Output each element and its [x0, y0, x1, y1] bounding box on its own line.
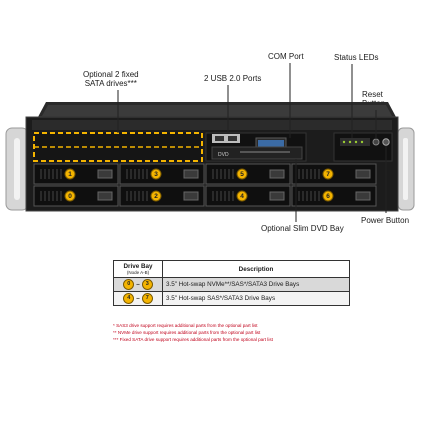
reset-button [372, 138, 380, 146]
bay-number-label: 2 [154, 193, 158, 200]
table-row: 4–7 3.5" Hot-swap SAS*/SATA3 Drive Bays [113, 291, 350, 306]
footnotes: * SAS3 drive support requires additional… [113, 322, 273, 343]
bay-number-badge [64, 168, 76, 180]
tray-latch [355, 169, 371, 179]
footnote: ** NVMe drive support requires additiona… [113, 330, 261, 335]
bay-number-badge [322, 190, 334, 202]
tray-latch [269, 169, 285, 179]
drive-tray [33, 185, 119, 207]
bay-number-label: 5 [240, 171, 244, 178]
tray-latch [183, 191, 199, 201]
drive-tray [291, 163, 377, 185]
bay-number-badge [322, 168, 334, 180]
tray-latch [269, 191, 285, 201]
tray-latch [97, 191, 113, 201]
bay-number-badge [150, 190, 162, 202]
bay-range-cell: 0–3 [113, 277, 163, 292]
dvd-logo: DVD [218, 152, 229, 158]
footnote: *** Fixed SATA drive support requires ad… [113, 337, 273, 342]
tray-latch [355, 191, 371, 201]
bay-range-cell: 4–7 [113, 291, 163, 306]
description-cell: 3.5" Hot-swap NVMe**/SAS*/SATA3 Drive Ba… [162, 277, 350, 292]
bay-number-badge [236, 190, 248, 202]
bay-number-label: 7 [326, 171, 330, 178]
usb-ports-label: 2 USB 2.0 Ports [204, 74, 262, 83]
drive-tray [33, 163, 119, 185]
bay-number-label: 6 [326, 193, 330, 200]
footnote: * SAS3 drive support requires additional… [113, 323, 258, 328]
drive-bay-table: Drive Bay (Node A-B) Description 0–3 3.5… [113, 260, 350, 306]
status-panel [333, 132, 393, 162]
bay-badge: 7 [141, 293, 153, 304]
slim-dvd-label: Optional Slim DVD Bay [261, 224, 344, 233]
usb-ports [212, 134, 240, 143]
bay-number-label: 0 [68, 193, 72, 200]
description-cell: 3.5" Hot-swap SAS*/SATA3 Drive Bays [162, 291, 350, 306]
bay-badge: 4 [123, 293, 135, 304]
optional-sata-label: Optional 2 fixed SATA drives*** [83, 70, 139, 88]
drive-tray [119, 163, 205, 185]
header-drive-bay: Drive Bay (Node A-B) [113, 260, 163, 278]
bay-number-label: 3 [154, 171, 158, 178]
table-row: 0–3 3.5" Hot-swap NVMe**/SAS*/SATA3 Driv… [113, 277, 350, 292]
bay-number-badge [236, 168, 248, 180]
status-leds-label: Status LEDs [334, 53, 379, 62]
bay-number-label: 4 [240, 193, 244, 200]
power-button [382, 138, 390, 146]
tray-latch [183, 169, 199, 179]
drive-tray [205, 185, 291, 207]
drive-trays: 1 3 5 7 0 2 4 6 [33, 163, 377, 207]
bay-number-badge [150, 168, 162, 180]
bay-badge: 3 [141, 279, 153, 290]
bay-badge: 0 [123, 279, 135, 290]
drive-tray [205, 163, 291, 185]
bay-number-label: 1 [68, 171, 72, 178]
com-port-label: COM Port [268, 52, 304, 61]
drive-tray [119, 185, 205, 207]
tray-latch [97, 169, 113, 179]
bay-number-badge [64, 190, 76, 202]
power-button-label: Power Button [361, 216, 410, 225]
drive-tray [291, 185, 377, 207]
header-description: Description [162, 260, 350, 278]
